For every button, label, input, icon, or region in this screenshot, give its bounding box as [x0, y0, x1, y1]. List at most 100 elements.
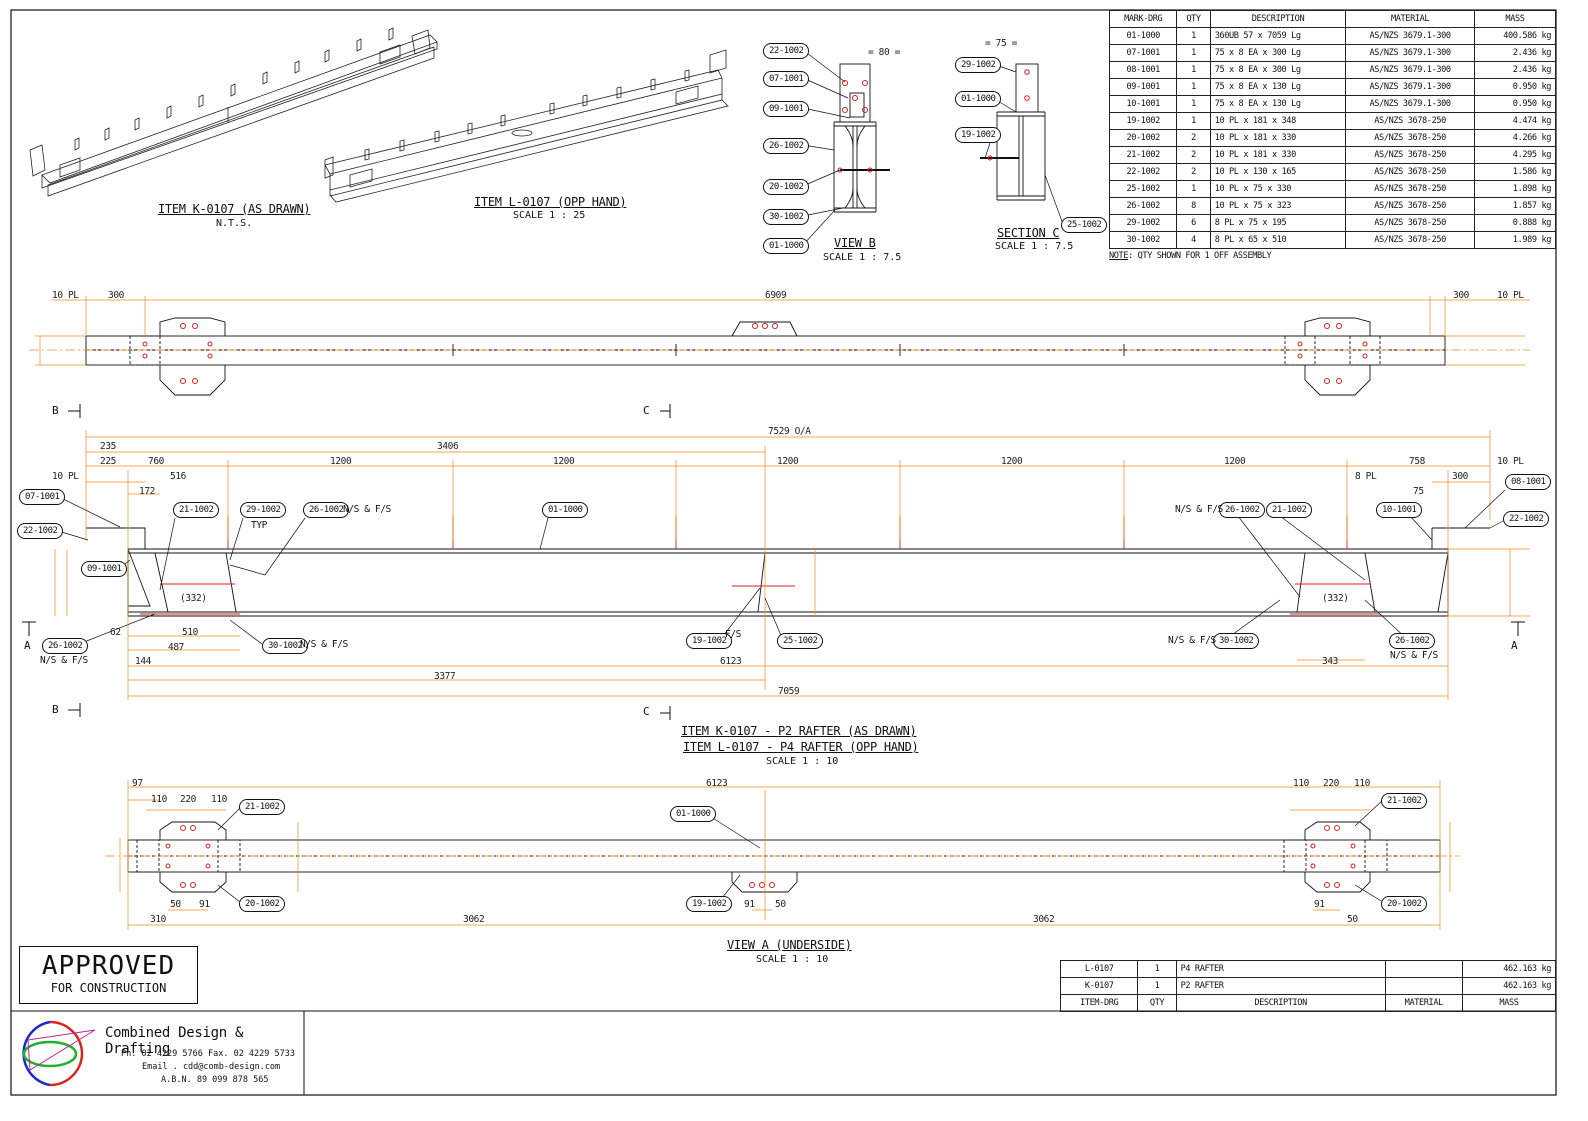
bom-cell: AS/NZS 3679.1-300: [1345, 44, 1475, 62]
items-cell: P4 RAFTER: [1175, 960, 1386, 978]
bom-cell: 10-1001: [1108, 95, 1178, 113]
section-markers: [22, 404, 1525, 720]
bom-col-qty: QTY: [1176, 10, 1211, 28]
items-cell: [1384, 977, 1463, 995]
viewb-scale: SCALE 1 : 7.5: [823, 252, 902, 263]
bom-cell: 75 x 8 EA x 300 Lg: [1209, 61, 1347, 79]
approval-subtitle: FOR CONSTRUCTION: [50, 981, 167, 995]
items-col-material: MATERIAL: [1384, 994, 1463, 1012]
bom-cell: AS/NZS 3678-250: [1345, 180, 1475, 198]
tag-07-1001: 07-1001: [19, 489, 66, 505]
section-c: [980, 63, 1046, 201]
tag-21-1002: 21-1002: [239, 799, 286, 815]
bom-cell: AS/NZS 3678-250: [1345, 129, 1475, 147]
bom-col-mark: MARK-DRG: [1108, 10, 1178, 28]
tag-20-1002: 20-1002: [763, 179, 810, 195]
iso-view-l0107: [324, 49, 729, 203]
items-cell: [1384, 960, 1463, 978]
elevation-title-2: ITEM L-0107 - P4 RAFTER (OPP HAND): [683, 740, 919, 754]
bom-cell: 10 PL x 75 x 323: [1209, 197, 1347, 215]
bom-cell: 2: [1176, 163, 1211, 181]
bom-cell: 2.436 kg: [1473, 61, 1557, 79]
items-col-desc: DESCRIPTION: [1175, 994, 1386, 1012]
tag-30-1002: 30-1002: [763, 209, 810, 225]
company-name: Combined Design & Drafting: [105, 1025, 244, 1057]
company-abn: A.B.N. 89 099 878 565: [161, 1075, 269, 1085]
company-phone: Ph. 02 4229 5766 Fax. 02 4229 5733: [121, 1049, 295, 1059]
bom-cell: 1.898 kg: [1473, 180, 1557, 198]
tag-29-1002: 29-1002: [955, 57, 1002, 73]
company-logo: [22, 1020, 96, 1087]
bom-cell: AS/NZS 3679.1-300: [1345, 27, 1475, 45]
bom-cell: 8 PL x 65 x 510: [1209, 231, 1347, 249]
tag-10-1001: 10-1001: [1376, 502, 1423, 518]
bom-cell: 4.474 kg: [1473, 112, 1557, 130]
title-block: Combined Design & Drafting Ph. 02 4229 5…: [11, 1011, 303, 1095]
bom-cell: AS/NZS 3679.1-300: [1345, 78, 1475, 96]
items-cell: 1: [1137, 977, 1177, 995]
company-email: Email . cdd@comb-design.com: [142, 1062, 281, 1072]
tag-22-1002: 22-1002: [17, 523, 64, 539]
bom-cell: 1: [1176, 95, 1211, 113]
tag-07-1001: 07-1001: [763, 71, 810, 87]
items-col-item: ITEM-DRG: [1059, 994, 1139, 1012]
bom-cell: 4: [1176, 231, 1211, 249]
bom-cell: 400.586 kg: [1473, 27, 1557, 45]
bom-col-mass: MASS: [1473, 10, 1557, 28]
bom-cell: 0.888 kg: [1473, 214, 1557, 232]
bom-cell: 8 PL x 75 x 195: [1209, 214, 1347, 232]
items-header-row: ITEM-DRG QTY DESCRIPTION MATERIAL MASS: [1059, 994, 1557, 1012]
bom-cell: 2: [1176, 146, 1211, 164]
bom-cell: 4.266 kg: [1473, 129, 1557, 147]
iso1-cleats: [74, 27, 394, 151]
approval-title: APPROVED: [41, 951, 176, 981]
viewa-title: VIEW A (UNDERSIDE): [727, 938, 852, 952]
bom-cell: AS/NZS 3678-250: [1345, 112, 1475, 130]
tag-01-1000: 01-1000: [670, 806, 717, 822]
tag-25-1002: 25-1002: [1061, 217, 1108, 233]
items-cell: K-0107: [1059, 977, 1139, 995]
tag-20-1002: 20-1002: [239, 896, 286, 912]
secc-scale: SCALE 1 : 7.5: [995, 241, 1074, 252]
bom-table: MARK-DRG QTY DESCRIPTION MATERIAL MASS 0…: [1108, 10, 1557, 249]
items-col-qty: QTY: [1137, 994, 1177, 1012]
bom-cell: 1.857 kg: [1473, 197, 1557, 215]
bom-cell: 8: [1176, 197, 1211, 215]
tag-19-1002: 19-1002: [955, 127, 1002, 143]
view-b: [833, 63, 890, 213]
bom-cell: 10 PL x 181 x 348: [1209, 112, 1347, 130]
bom-cell: 26-1002: [1108, 197, 1178, 215]
bom-cell: 2: [1176, 129, 1211, 147]
bom-cell: AS/NZS 3679.1-300: [1345, 61, 1475, 79]
bom-cell: 08-1001: [1108, 61, 1178, 79]
tag-19-1002: 19-1002: [686, 896, 733, 912]
tag-29-1002: 29-1002: [240, 502, 287, 518]
plan-dims: [35, 296, 1530, 366]
bom-cell: 0.950 kg: [1473, 95, 1557, 113]
tag-20-1002: 20-1002: [1381, 896, 1428, 912]
items-cell: P2 RAFTER: [1175, 977, 1386, 995]
bom-cell: 22-1002: [1108, 163, 1178, 181]
tag-19-1002: 19-1002: [686, 633, 733, 649]
view-a-dims: [119, 780, 1451, 930]
approval-stamp: APPROVED FOR CONSTRUCTION: [19, 946, 198, 1004]
bom-cell: 25-1002: [1108, 180, 1178, 198]
iso-view-k0107: [29, 27, 438, 197]
viewb-title: VIEW B: [834, 236, 876, 250]
bom-cell: 19-1002: [1108, 112, 1178, 130]
bom-cell: 07-1001: [1108, 44, 1178, 62]
bom-note: NOTE: QTY SHOWN FOR 1 OFF ASSEMBLY: [1109, 251, 1272, 262]
bom-cell: 1: [1176, 61, 1211, 79]
tag-30-1002: 30-1002: [262, 638, 309, 654]
bom-cell: 1: [1176, 78, 1211, 96]
bom-cell: 30-1002: [1108, 231, 1178, 249]
